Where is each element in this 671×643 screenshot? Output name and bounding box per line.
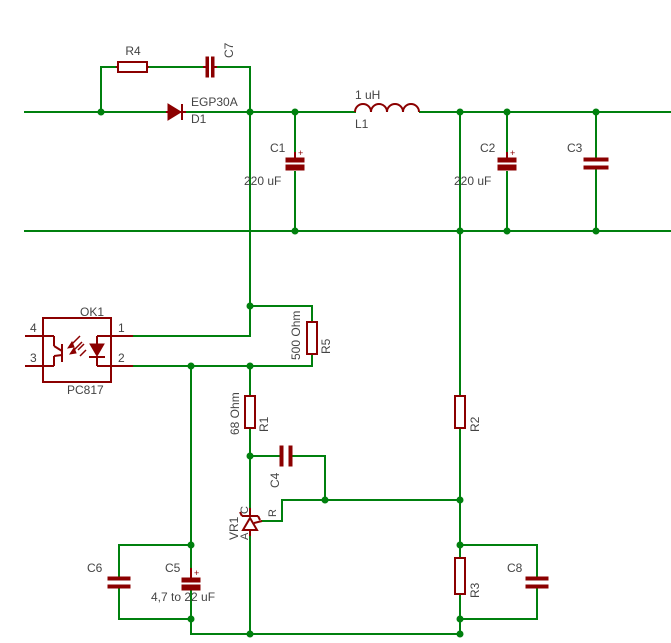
r4-label: R4 <box>125 44 141 58</box>
r1-value: 68 Ohm <box>228 392 242 435</box>
c7-label: C7 <box>222 42 236 58</box>
svg-text:+: + <box>194 568 199 578</box>
c6-label: C6 <box>87 561 103 575</box>
resistor-r3[interactable] <box>454 557 466 595</box>
c2-value: 220 uF <box>454 174 491 188</box>
ok1-pin-4: 4 <box>30 321 37 335</box>
vr1-pin-c: C <box>239 506 251 514</box>
r2-label: R2 <box>468 416 482 432</box>
c8-label: C8 <box>507 561 523 575</box>
r5-value: 500 Ohm <box>289 311 303 360</box>
r5-label: R5 <box>319 338 333 354</box>
d1-value: EGP30A <box>191 95 238 109</box>
capacitor-c5[interactable]: + <box>181 568 201 591</box>
resistor-r2[interactable] <box>454 395 466 429</box>
resistor-r1[interactable] <box>244 395 256 429</box>
capacitor-c8[interactable] <box>525 576 549 589</box>
d1-label: D1 <box>191 112 207 126</box>
inductor-l1[interactable] <box>354 103 420 113</box>
ok1-pin-3: 3 <box>30 351 37 365</box>
svg-text:+: + <box>298 148 303 158</box>
vr1-label: VR1 <box>227 516 241 540</box>
c3-label: C3 <box>567 141 583 155</box>
capacitor-c3[interactable] <box>583 157 609 170</box>
c2-label: C2 <box>480 141 496 155</box>
capacitor-c1[interactable]: + <box>285 148 305 171</box>
ok1-pin-2: 2 <box>118 351 125 365</box>
l1-label: L1 <box>355 117 369 131</box>
c5-value: 4,7 to 22 uF <box>151 590 215 604</box>
optocoupler-ok1[interactable] <box>25 317 133 383</box>
resistor-r4[interactable] <box>116 61 149 73</box>
ok1-pin-1: 1 <box>118 321 125 335</box>
vr1-pin-r: R <box>267 509 279 517</box>
vr1-pin-a: A <box>239 532 251 540</box>
svg-text:+: + <box>510 148 515 158</box>
c4-label: C4 <box>268 472 282 488</box>
wires <box>24 66 671 635</box>
c5-label: C5 <box>165 561 181 575</box>
r3-label: R3 <box>468 582 482 598</box>
regulator-vr1[interactable] <box>239 508 263 536</box>
junctions <box>97 108 600 638</box>
capacitor-c2[interactable]: + <box>497 148 517 171</box>
r1-label: R1 <box>257 416 271 432</box>
l1-value: 1 uH <box>355 88 380 102</box>
resistor-r5[interactable] <box>306 321 318 355</box>
c1-label: C1 <box>270 141 286 155</box>
diode-d1[interactable] <box>166 103 186 121</box>
capacitor-c7[interactable] <box>203 56 217 78</box>
c1-value: 220 uF <box>244 174 281 188</box>
ok1-label: OK1 <box>80 305 104 319</box>
ok1-value: PC817 <box>67 383 104 397</box>
capacitor-c4[interactable] <box>279 445 293 467</box>
capacitor-c6[interactable] <box>107 576 131 589</box>
